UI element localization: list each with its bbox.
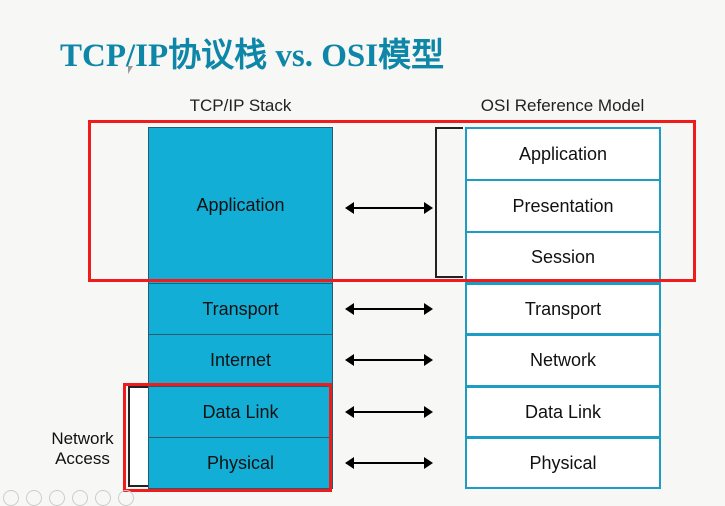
tcp-layer-application: Application bbox=[148, 127, 333, 284]
highlight-network-access bbox=[123, 383, 332, 492]
tcp-layer-internet: Internet bbox=[148, 334, 333, 387]
slide-title: TCP/IP协议栈 vs. OSI模型 bbox=[60, 38, 445, 74]
osi-header: OSI Reference Model bbox=[480, 96, 645, 115]
slides-grid-icon[interactable] bbox=[72, 490, 88, 506]
osi-upper-bracket bbox=[435, 127, 463, 278]
tcp-layer-transport: Transport bbox=[148, 283, 333, 335]
osi-layer-transport: Transport bbox=[465, 283, 661, 335]
double-arrow-icon bbox=[345, 406, 433, 418]
osi-layer-data-link: Data Link bbox=[465, 386, 661, 438]
double-arrow-icon bbox=[345, 457, 433, 469]
double-arrow-icon bbox=[345, 354, 433, 366]
more-options-icon[interactable] bbox=[118, 490, 134, 506]
network-access-bracket bbox=[128, 386, 148, 487]
osi-layer-network: Network bbox=[465, 334, 661, 387]
osi-layer-presentation: Presentation bbox=[465, 179, 661, 233]
double-arrow-icon bbox=[345, 303, 433, 315]
network-access-label: Network Access bbox=[51, 429, 114, 468]
pen-icon[interactable] bbox=[49, 490, 65, 506]
previous-slide-icon[interactable] bbox=[3, 490, 19, 506]
double-arrow-icon bbox=[345, 202, 433, 214]
next-slide-icon[interactable] bbox=[26, 490, 42, 506]
zoom-icon[interactable] bbox=[95, 490, 111, 506]
osi-layer-physical: Physical bbox=[465, 437, 661, 489]
osi-layer-session: Session bbox=[465, 231, 661, 284]
highlight-upper-layers bbox=[88, 120, 696, 282]
mouse-cursor-icon bbox=[128, 66, 133, 74]
tcp-layer-physical: Physical bbox=[148, 437, 333, 489]
tcpip-header: TCP/IP Stack bbox=[189, 96, 292, 115]
